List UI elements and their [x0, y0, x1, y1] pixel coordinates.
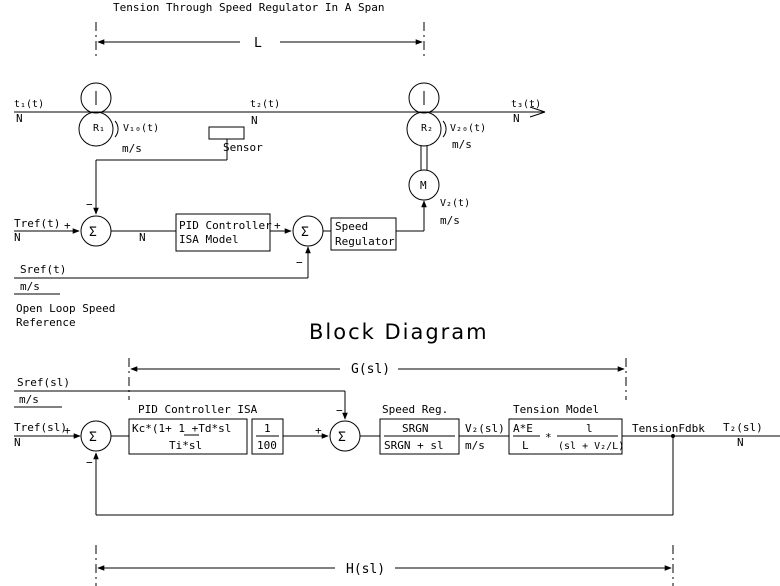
roller-2-label: R₂: [421, 123, 433, 134]
summer-2-plus: +: [274, 219, 281, 232]
sref-bottom-label: Sref(sl): [17, 376, 70, 389]
v2-bottom-unit: m/s: [465, 439, 485, 452]
pid-bottom-title: PID Controller ISA: [138, 403, 258, 416]
g-label: G(sl): [351, 362, 390, 377]
tref-top-label: Tref(t): [14, 217, 60, 230]
t1-unit: N: [16, 112, 23, 125]
t3-label: t₃(t): [511, 99, 541, 110]
summer-3-plus: +: [64, 424, 71, 437]
tm-num2: l: [586, 422, 593, 435]
sref-top-unit: m/s: [20, 280, 40, 293]
v2-top-label: V₂(t): [440, 198, 470, 209]
pid-top-line1: PID Controller: [179, 219, 272, 232]
span-label: L: [254, 36, 262, 51]
v2-bottom-label: V₂(sl): [465, 422, 505, 435]
t3-unit: N: [513, 112, 520, 125]
open-loop-line1: Open Loop Speed: [16, 302, 115, 315]
tension-fdbk-label: TensionFdbk: [632, 422, 705, 435]
roller-1-top: [80, 82, 112, 114]
summer-2-symbol: Σ: [301, 225, 309, 240]
block-diagram-title: Block Diagram: [309, 320, 489, 344]
t1-label: t₁(t): [14, 99, 44, 110]
error-unit-top: N: [139, 231, 146, 244]
pid-bottom-den: Ti*sl: [169, 439, 202, 452]
pid-block-top: [175, 213, 271, 252]
speed-bottom-title: Speed Reg.: [382, 403, 448, 416]
roller-2-top: [408, 82, 440, 114]
speed-top-line2: Regulator: [335, 235, 395, 248]
summer-4-minus: −: [336, 404, 343, 417]
v20-unit: m/s: [452, 138, 472, 151]
summer-1-plus: +: [64, 219, 71, 232]
top-title: Tension Through Speed Regulator In A Spa…: [113, 1, 385, 14]
tm-times: *: [545, 431, 552, 444]
summer-3-symbol: Σ: [89, 430, 97, 445]
t2-bottom-unit: N: [737, 436, 744, 449]
tm-den1: L: [522, 439, 529, 452]
pid-top-line2: ISA Model: [179, 233, 239, 246]
pid-bottom-expr: Kc*(1+ 1 +Td*sl: [132, 422, 231, 435]
speed-bottom-den: SRGN + sl: [384, 439, 444, 452]
tm-den2: (sl + V₂/L): [558, 441, 624, 452]
tref-top-unit: N: [14, 231, 21, 244]
tref-bottom-unit: N: [14, 436, 21, 449]
web-arrow-bottom: [529, 111, 546, 118]
sref-top-label: Sref(t): [20, 263, 66, 276]
motor-label: M: [420, 179, 427, 192]
t2-label: t₂(t): [250, 99, 280, 110]
v2-top-unit: m/s: [440, 214, 460, 227]
summer-4-symbol: Σ: [338, 430, 346, 445]
t2-bottom-label: T₂(sl): [723, 421, 763, 434]
speed-bottom-num: SRGN: [402, 422, 429, 435]
open-loop-line2: Reference: [16, 316, 76, 329]
roller-2-bottom: [406, 111, 442, 147]
tref-bottom-label: Tref(sl): [14, 421, 67, 434]
speed-regulator-block-top: [330, 217, 397, 251]
roller-2-rotation-arrow: [442, 120, 447, 138]
gain-num: 1: [264, 422, 271, 435]
pid-block-bottom: [128, 418, 248, 455]
gain-den: 100: [257, 439, 277, 452]
summer-3-minus: −: [86, 456, 93, 469]
web-arrow-top: [529, 106, 546, 113]
speed-top-line1: Speed: [335, 220, 368, 233]
summer-2-minus: −: [296, 256, 303, 269]
summer-1-symbol: Σ: [89, 225, 97, 240]
tension-title: Tension Model: [513, 403, 599, 416]
v20-label: V₂₀(t): [450, 123, 486, 134]
summer-1-minus: −: [86, 198, 93, 211]
h-label: H(sl): [346, 562, 385, 577]
t2-unit: N: [251, 114, 258, 127]
roller-1-label: R₁: [93, 123, 105, 134]
summer-4-plus: +: [315, 424, 322, 437]
tm-num1: A*E: [513, 422, 533, 435]
motor-circle: [408, 169, 440, 201]
sensor-box: [208, 126, 245, 140]
sensor-label: Sensor: [223, 141, 263, 154]
roller-1-bottom: [78, 111, 114, 147]
v10-label: V₁₀(t): [123, 123, 159, 134]
sref-bottom-unit: m/s: [19, 393, 39, 406]
v10-unit: m/s: [122, 142, 142, 155]
roller-1-rotation-arrow: [114, 120, 119, 138]
